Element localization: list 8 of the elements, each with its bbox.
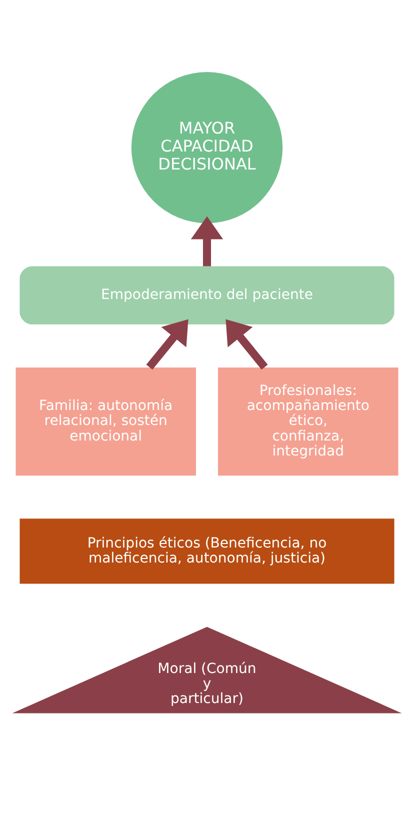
node-box: Familia: autonomía relacional, sostén emocional [16, 367, 196, 476]
node-box: Empoderamiento del paciente [20, 266, 394, 324]
node-circle: MAYOR CAPACIDAD DECISIONAL [131, 72, 283, 224]
node-box: Profesionales: acompañamiento ético, confianza, integridad [218, 367, 398, 476]
arrow [146, 319, 188, 370]
node-box: Principios éticos (Beneficencia, no maleficencia, autonomía, justicia) [20, 518, 394, 584]
arrow [226, 319, 268, 370]
arrow [190, 216, 224, 266]
